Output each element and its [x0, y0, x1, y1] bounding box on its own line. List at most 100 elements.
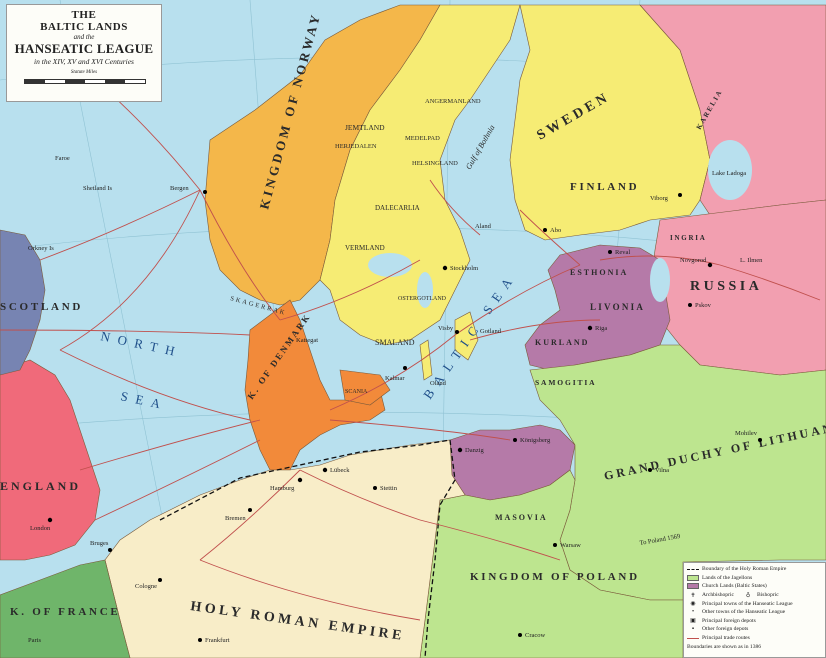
- legend-swatch: ▣: [690, 618, 696, 625]
- title-line4: HANSEATIC LEAGUE: [14, 41, 154, 56]
- legend-swatch: [687, 583, 699, 590]
- legend-row: ▪Other foreign depots: [687, 625, 822, 634]
- town-bremen: Bremen: [225, 515, 246, 522]
- label-samogitia: SAMOGITIA: [535, 378, 596, 387]
- label-smaland: SMALAND: [375, 338, 415, 347]
- legend-swatch: ♁: [745, 592, 751, 599]
- region-scotland: [0, 229, 46, 376]
- town-bruges: Bruges: [90, 540, 109, 547]
- region-sweden: [319, 4, 521, 346]
- town-orkney: Orkney Is: [28, 245, 54, 252]
- town-viborg: Viborg: [650, 195, 669, 202]
- legend-text: Archbishopric: [702, 592, 735, 599]
- town-london: London: [30, 525, 51, 532]
- legend-text: Lands of the Jagellons: [702, 574, 753, 581]
- town-pskov: Pskov: [695, 302, 712, 309]
- label-masovia: MASOVIA: [495, 513, 548, 522]
- town-paris: Paris: [28, 637, 41, 644]
- label-esthonia: ESTHONIA: [570, 268, 628, 277]
- legend-row: Church Lands (Baltic States): [687, 582, 822, 591]
- town-konigsberg: Königsberg: [520, 437, 551, 444]
- legend-row: ▣ Principal foreign depots: [687, 617, 822, 626]
- town-lake-ilmen: L. Ilmen: [740, 257, 763, 264]
- label-medelpad: MEDELPAD: [405, 135, 440, 142]
- legend-swatch: •: [691, 609, 695, 616]
- legend-text: Principal trade routes: [702, 635, 750, 642]
- legend-swatch: [687, 574, 699, 581]
- town-riga: Riga: [595, 325, 607, 332]
- town-mohilev: Mohilev: [735, 430, 758, 437]
- lake-peipus: [650, 258, 670, 302]
- label-dalecarlia: DALECARLIA: [375, 204, 420, 212]
- town-abo: Abo: [550, 227, 561, 234]
- town-lake-ladoga: Lake Ladoga: [712, 170, 746, 177]
- legend-row: Boundaries are shown as in 1386: [687, 642, 822, 651]
- label-scania: SCANIA: [345, 389, 368, 395]
- lake-ladoga: [708, 140, 752, 200]
- legend-swatch: [687, 568, 699, 570]
- legend-text: Other towns of the Hanseatic League: [702, 609, 786, 616]
- label-angermanland: ANGERMANLAND: [425, 98, 481, 105]
- map-title-cartouche: THE BALTIC LANDS and the HANSEATIC LEAGU…: [6, 4, 162, 102]
- label-finland: FINLAND: [570, 181, 639, 193]
- town-danzig: Danzig: [465, 447, 485, 454]
- label-france: K. OF FRANCE: [10, 606, 121, 618]
- legend-text: Church Lands (Baltic States): [702, 583, 767, 590]
- scale-bar-group: Statute Miles: [24, 70, 146, 86]
- label-ostergotland: OSTERGOTLAND: [398, 296, 447, 302]
- region-scania: [339, 369, 391, 406]
- legend-text: Boundaries are shown as in 1386: [687, 643, 762, 650]
- label-england: ENGLAND: [0, 479, 81, 493]
- town-shetland: Shetland Is: [83, 185, 113, 192]
- town-reval: Reval: [615, 249, 630, 256]
- town-kalmar: Kalmar: [385, 375, 405, 382]
- town-markers: Bergen Stockholm Visby Gotland Riga Reva…: [28, 155, 763, 644]
- label-vermland: VERMLAND: [345, 244, 385, 252]
- town-visby: Visby: [438, 325, 454, 332]
- label-scotland: SCOTLAND: [0, 301, 83, 313]
- town-vilna: Vilna: [655, 467, 669, 474]
- town-aland: Aland: [475, 223, 492, 230]
- town-hamburg: Hamburg: [270, 485, 295, 492]
- title-line3: and the: [73, 33, 95, 41]
- region-france: [0, 559, 131, 658]
- town-warsaw: Warsaw: [560, 542, 581, 549]
- town-stettin: Stettin: [380, 485, 398, 492]
- label-jemtland: JEMTLAND: [345, 123, 385, 132]
- scale-label: Statute Miles: [70, 70, 98, 75]
- town-gotland: Gotland: [480, 328, 502, 335]
- region-england: [0, 359, 101, 561]
- legend-text: Bishopric: [757, 592, 779, 599]
- legend-row: ✝ Archbishopric ♁ Bishopric: [687, 591, 822, 600]
- legend-row: ◉ Principal towns of the Hanseatic League: [687, 599, 822, 608]
- title-line5: in the XIV, XV and XVI Centuries: [34, 57, 134, 66]
- town-novgorod: Novgorod: [680, 257, 707, 264]
- legend-text: Principal towns of the Hanseatic League: [702, 600, 793, 607]
- legend-text: Principal foreign depots: [702, 617, 756, 624]
- legend-swatch: ▪: [691, 626, 695, 633]
- town-lubeck: Lübeck: [330, 467, 350, 474]
- lake-vattern: [417, 272, 433, 308]
- region-denmark: [244, 299, 386, 471]
- legend-swatch: ✝: [690, 592, 696, 599]
- town-stockholm: Stockholm: [450, 265, 478, 272]
- title-line2: BALTIC LANDS: [40, 21, 128, 33]
- scale-bar: [24, 79, 146, 84]
- label-kurland: KURLAND: [535, 338, 589, 347]
- town-cologne: Cologne: [135, 583, 157, 590]
- island-oland: [419, 339, 433, 381]
- title-line1: THE: [71, 9, 97, 21]
- legend-swatch: ◉: [690, 601, 696, 608]
- town-oland: Oland: [430, 380, 447, 387]
- empire-boundary: [159, 439, 456, 658]
- legend-row: Boundary of the Holy Roman Empire: [687, 565, 822, 574]
- legend-swatch: [687, 637, 699, 639]
- label-livonia: LIVONIA: [590, 302, 645, 312]
- legend-row: Principal trade routes: [687, 634, 822, 643]
- label-russia: RUSSIA: [690, 279, 762, 294]
- legend-row: • Other towns of the Hanseatic League: [687, 608, 822, 617]
- legend-text: Boundary of the Holy Roman Empire: [702, 566, 787, 573]
- town-faroe: Faroe: [55, 155, 70, 162]
